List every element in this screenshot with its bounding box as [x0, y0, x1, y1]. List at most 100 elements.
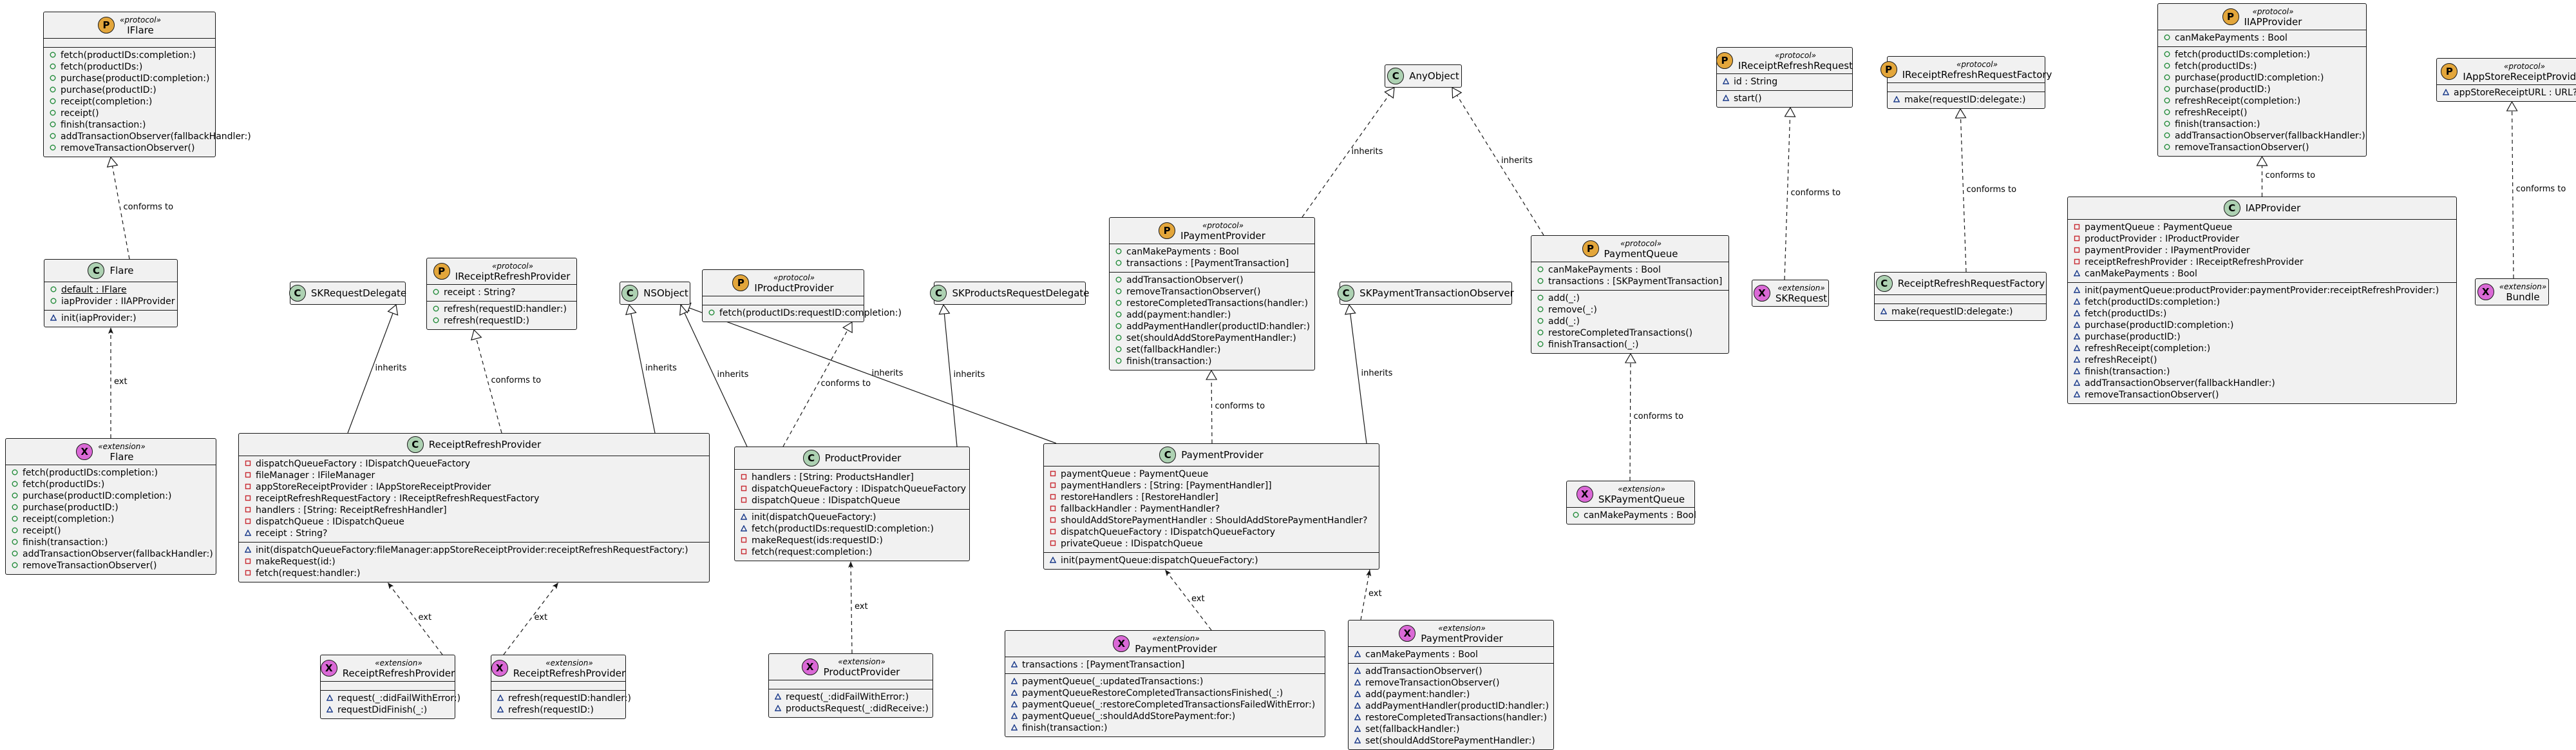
edge-label: conforms to — [2265, 171, 2316, 180]
member-text: purchase(productID:completion:) — [61, 73, 210, 84]
member-text: paymentQueue : PaymentQueue — [2085, 222, 2233, 233]
internal-visibility-icon — [1010, 699, 1018, 711]
edge-line — [1629, 362, 1631, 481]
internal-visibility-icon — [1893, 94, 1900, 106]
edge-inherit — [625, 303, 656, 434]
node-name: SKPaymentQueue — [1598, 494, 1685, 505]
node-name: ReceiptRefreshProvider — [342, 668, 455, 679]
member-text: add(payment:handler:) — [1126, 310, 1231, 320]
member-text: removeTransactionObserver() — [1126, 287, 1261, 297]
edge-ext — [848, 561, 854, 654]
attributes-section: handlers : [String: ProductsHandler]disp… — [735, 469, 969, 509]
member-row: receipt() — [49, 108, 210, 119]
member-text: refreshReceipt() — [2085, 355, 2157, 365]
member-row: init(dispatchQueueFactory:) — [740, 512, 964, 523]
methods-section: addTransactionObserver()removeTransactio… — [1349, 663, 1553, 749]
edge-line — [476, 338, 502, 434]
node-name: ProductProvider — [824, 452, 902, 464]
member-row: refreshReceipt(completion:) — [2073, 343, 2451, 354]
member-row: fetch(productIDs:requestID:completion:) — [740, 523, 964, 535]
edge-line — [347, 312, 393, 434]
member-text: receipt : String? — [256, 528, 328, 539]
edge-label: conforms to — [491, 376, 542, 385]
member-row: add(_:) — [1537, 293, 1723, 304]
methods-section: refresh(requestID:handler:)refresh(reque… — [427, 301, 576, 329]
member-text: add(_:) — [1548, 316, 1580, 327]
private-visibility-icon — [1049, 492, 1057, 503]
stereotype: «extension» — [1777, 284, 1825, 293]
member-text: addTransactionObserver() — [1365, 666, 1482, 677]
member-text: transactions : [PaymentTransaction] — [1022, 660, 1185, 670]
private-visibility-icon — [2073, 245, 2081, 256]
member-text: fetch(productIDs:) — [2085, 309, 2167, 319]
edge-label: inherits — [953, 370, 985, 380]
class-badge-icon: C — [289, 285, 306, 302]
internal-visibility-icon — [497, 704, 504, 716]
member-text: finish(transaction:) — [1022, 723, 1108, 733]
public-visibility-icon — [2163, 84, 2171, 95]
member-row: finish(transaction:) — [49, 119, 210, 131]
internal-visibility-icon — [1010, 688, 1018, 699]
class-badge-icon: C — [88, 262, 105, 279]
member-text: make(requestID:delegate:) — [1891, 307, 2013, 317]
triangle-arrowhead-icon — [387, 303, 399, 316]
methods-section: add(_:)remove(_:)add(_:)restoreCompleted… — [1531, 290, 1728, 353]
member-row: fetch(productIDs:completion:) — [11, 467, 211, 479]
member-row: set(shouldAddStorePaymentHandler:) — [1354, 735, 1548, 747]
node-name: Flare — [109, 265, 134, 276]
attributes-section — [1888, 82, 2045, 91]
node-name: IAppStoreReceiptProvider — [2463, 71, 2576, 82]
edge-realize — [2256, 155, 2268, 197]
node-header: X«extension»Flare — [6, 439, 216, 465]
member-text: set(shouldAddStorePaymentHandler:) — [1126, 333, 1296, 343]
methods-section: init(paymentQueue:productProvider:paymen… — [2068, 282, 2456, 403]
edge-realize — [1302, 87, 1395, 218]
member-text: fetch(productIDs:requestID:completion:) — [719, 308, 902, 318]
member-text: init(paymentQueue:dispatchQueueFactory:) — [1061, 555, 1258, 566]
triangle-arrowhead-icon — [2256, 155, 2268, 166]
member-row: addPaymentHandler(productID:handler:) — [1354, 700, 1549, 712]
member-row: fetch(request:completion:) — [740, 546, 964, 558]
member-row: transactions : [PaymentTransaction] — [1115, 258, 1309, 269]
member-row: request(_:didFailWithError:) — [326, 693, 460, 704]
member-row: dispatchQueue : IDispatchQueue — [740, 495, 964, 506]
attributes-section — [769, 680, 933, 689]
member-text: purchase(productID:completion:) — [23, 491, 172, 501]
member-text: refresh(requestID:) — [508, 705, 594, 715]
edge-label: ext — [534, 613, 548, 622]
edge-label: conforms to — [820, 378, 871, 389]
protocol-badge-icon: P — [1880, 61, 1897, 78]
public-visibility-icon — [1537, 327, 1544, 339]
member-text: canMakePayments : Bool — [1126, 247, 1239, 257]
protocol-badge-icon: P — [1716, 52, 1733, 69]
private-visibility-icon — [1049, 538, 1057, 550]
public-visibility-icon — [11, 514, 19, 525]
member-row: addTransactionObserver(fallbackHandler:) — [2073, 378, 2451, 389]
member-text: paymentHandlers : [String: [PaymentHandl… — [1061, 481, 1272, 491]
arrowhead-icon — [552, 582, 558, 590]
member-text: removeTransactionObserver() — [23, 561, 157, 571]
edge-label: ext — [1368, 589, 1382, 599]
member-row: handlers : [String: ReceiptRefreshHandle… — [244, 505, 704, 516]
member-text: refreshReceipt() — [2175, 108, 2248, 118]
triangle-arrowhead-icon — [1344, 303, 1356, 315]
class-badge-icon: C — [930, 285, 947, 302]
member-text: fetch(productIDs:requestID:completion:) — [752, 524, 934, 534]
member-row: finishTransaction(_:) — [1537, 339, 1723, 351]
member-row: canMakePayments : Bool — [1537, 264, 1723, 276]
private-visibility-icon — [2073, 222, 2081, 233]
private-visibility-icon — [740, 472, 748, 483]
stereotype: «extension» — [1438, 624, 1486, 633]
edge-label: conforms to — [1215, 401, 1265, 411]
edge-line — [1960, 117, 1967, 273]
internal-visibility-icon — [1354, 735, 1361, 747]
member-row: makeRequest(ids:requestID:) — [740, 535, 964, 546]
node-name: IAPProvider — [2245, 202, 2301, 214]
